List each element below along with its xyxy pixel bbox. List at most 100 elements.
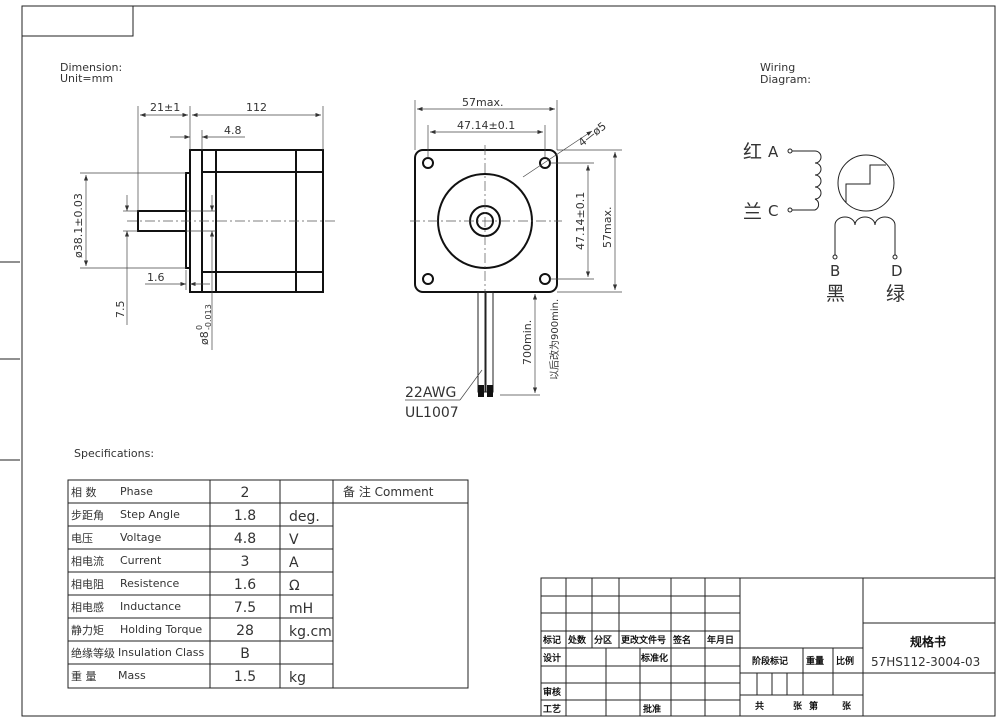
spec-unit: Ω — [289, 578, 300, 594]
tb-process: 工艺 — [543, 703, 561, 715]
tb-scale: 比例 — [836, 655, 854, 667]
tb-header: 年月日 — [707, 634, 734, 646]
spec-name-en: Insulation Class — [118, 646, 204, 659]
spec-name-en: Voltage — [120, 531, 161, 544]
spec-name-en: Step Angle — [120, 508, 180, 521]
spec-row: 相电流 Current 3 A — [68, 548, 333, 571]
wire-a-label: A — [768, 143, 779, 161]
spec-unit: A — [289, 555, 299, 571]
wire-gauge: 22AWG — [405, 385, 456, 401]
dim-flange-thickness: 4.8 — [224, 124, 242, 137]
spec-row: 步距角 Step Angle 1.8 deg. — [68, 502, 333, 525]
spec-row: 相 数 Phase 2 — [71, 485, 249, 501]
wire-b-color: 黑 — [826, 283, 845, 305]
spec-value: 28 — [236, 623, 254, 639]
wire-c-label: C — [768, 202, 778, 220]
spec-value: 1.6 — [234, 577, 256, 593]
doc-title: 规格书 — [910, 634, 946, 649]
tb-design: 设计 — [543, 652, 561, 664]
specifications-title: Specifications: — [74, 447, 154, 460]
dim-shaft-diameter: ø8 — [198, 331, 211, 345]
dim-lead-length: 700min. — [521, 320, 534, 365]
spec-value: 4.8 — [234, 531, 256, 547]
unit-label: Unit=mm — [60, 72, 113, 85]
spec-unit: V — [289, 532, 299, 548]
dim-shaft-tol-upper: 0 — [195, 325, 204, 330]
spec-name-en: Phase — [120, 485, 153, 498]
spec-unit: deg. — [289, 509, 320, 525]
spec-value: 3 — [241, 554, 250, 570]
tb-stage-mark: 阶段标记 — [752, 655, 788, 667]
tb-sheet-no: 第 — [809, 700, 818, 712]
wire-a-color: 红 — [743, 141, 762, 163]
dim-body-length: 112 — [246, 101, 267, 114]
tb-sheets: 张 — [793, 700, 803, 712]
spec-name-en: Resistence — [120, 577, 180, 590]
motor-side-view — [80, 106, 337, 350]
spec-value: B — [240, 646, 250, 662]
tb-standardization: 标准化 — [640, 652, 668, 664]
spec-name-cn: 相电阻 — [71, 578, 104, 591]
spec-name-cn: 绝缘等级 — [71, 646, 115, 660]
spec-name-en: Mass — [118, 669, 146, 682]
dim-holes: 4—ø5 — [576, 120, 609, 150]
spec-name-cn: 相电流 — [71, 554, 104, 568]
spec-value: 7.5 — [234, 600, 256, 616]
spec-name-cn: 静力矩 — [71, 623, 104, 637]
spec-name-cn: 电压 — [71, 532, 93, 545]
spec-name-cn: 相 数 — [71, 486, 97, 499]
spec-row: 静力矩 Holding Torque 28 kg.cm — [68, 617, 333, 640]
spec-unit: mH — [289, 601, 313, 617]
spec-name-en: Inductance — [120, 600, 181, 613]
spec-name-cn: 步距角 — [71, 509, 104, 522]
spec-row: 电压 Voltage 4.8 V — [68, 525, 333, 548]
spec-name-cn: 重 量 — [71, 669, 97, 683]
wire-type: UL1007 — [405, 405, 459, 421]
lead-length-note: 以后改为900min. — [548, 299, 561, 380]
dim-shaft-tol-lower: -0.013 — [204, 304, 213, 330]
dim-pilot-height: 1.6 — [147, 271, 165, 284]
spec-unit: kg.cm — [289, 624, 332, 640]
spec-row: 相电阻 Resistence 1.6 Ω — [68, 571, 333, 594]
title-block — [540, 577, 996, 717]
tb-header: 处数 — [567, 634, 587, 646]
model-number: 57HS112-3004-03 — [871, 655, 980, 669]
dim-shaft-length: 21±1 — [150, 101, 180, 114]
tb-header: 分区 — [594, 634, 612, 646]
spec-name-en: Holding Torque — [120, 623, 202, 636]
tb-sheets-2: 张 — [842, 700, 852, 712]
wire-d-label: D — [891, 262, 903, 280]
dimension-label: Dimension: — [60, 61, 122, 74]
dim-hole-spacing-v: 47.14±0.1 — [574, 192, 587, 250]
spec-unit: kg — [289, 670, 306, 686]
spec-row: 相电感 Inductance 7.5 mH — [68, 594, 333, 617]
wiring-label-1: Wiring — [760, 61, 795, 74]
tb-header: 更改文件号 — [621, 634, 666, 646]
sheet-frame — [0, 5, 996, 717]
wiring-label-2: Diagram: — [760, 73, 811, 86]
tb-approve: 批准 — [643, 703, 661, 715]
wire-d-color: 绿 — [886, 283, 905, 305]
tb-review: 审核 — [543, 686, 561, 698]
tb-total: 共 — [755, 700, 764, 712]
wiring-diagram — [787, 148, 898, 260]
tb-header: 签名 — [672, 634, 691, 646]
wire-b-label: B — [830, 262, 840, 280]
tb-weight: 重量 — [806, 655, 824, 667]
dim-flat: 7.5 — [114, 301, 127, 319]
spec-name-en: Current — [120, 554, 162, 567]
spec-row: 重 量 Mass 1.5 kg — [68, 663, 333, 686]
motor-front-view — [405, 100, 622, 401]
wire-c-color: 兰 — [743, 201, 762, 223]
dim-hole-spacing-h: 47.14±0.1 — [457, 119, 515, 132]
tb-header: 标记 — [542, 634, 561, 646]
spec-value: 1.5 — [234, 669, 256, 685]
dim-pilot-diameter: ø38.1±0.03 — [72, 193, 85, 258]
spec-name-cn: 相电感 — [71, 601, 104, 614]
dim-width-max: 57max. — [462, 96, 503, 109]
spec-value: 1.8 — [234, 508, 256, 524]
spec-value: 2 — [241, 485, 250, 501]
